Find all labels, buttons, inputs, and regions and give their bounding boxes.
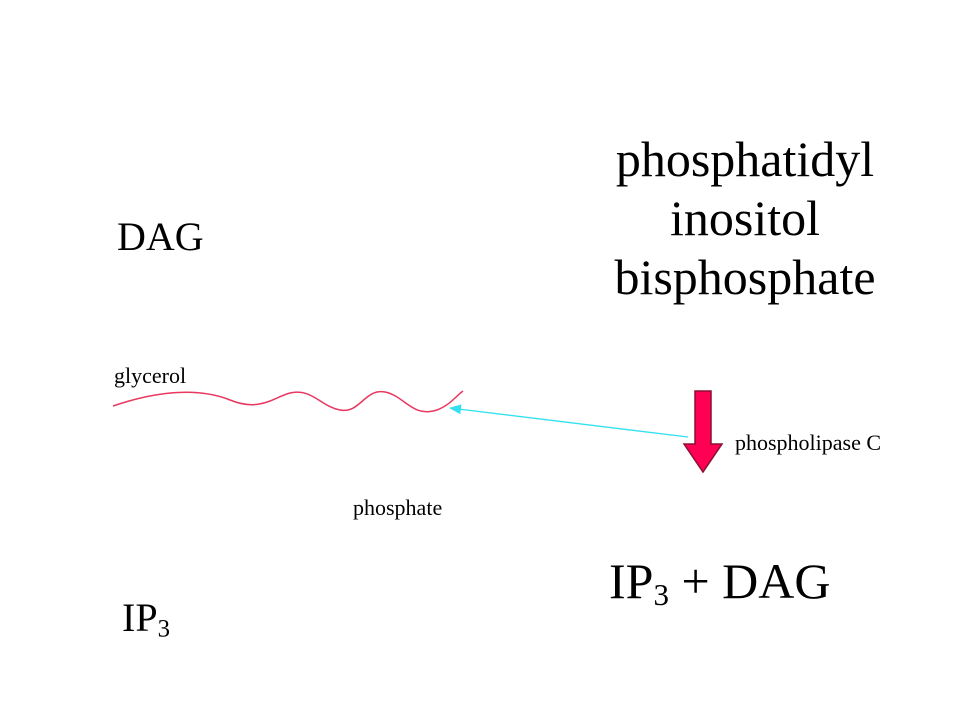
pointer-arrow xyxy=(449,404,689,438)
product-ip3-base: IP xyxy=(609,553,654,609)
ip3-label: IP3 xyxy=(122,595,170,642)
product-dag-text: + DAG xyxy=(668,553,831,609)
phospholipase-c-label: phospholipase C xyxy=(735,430,882,455)
title-molecule-name: phosphatidyl inositol bisphosphate xyxy=(560,130,930,307)
title-line-1: phosphatidyl xyxy=(615,131,875,187)
ip3-label-subscript: 3 xyxy=(157,615,170,643)
glycerol-label: glycerol xyxy=(114,363,187,388)
phosphate-label: phosphate xyxy=(353,495,443,520)
glycerol-chain-wave xyxy=(112,390,464,413)
product-ip3-subscript: 3 xyxy=(653,576,669,612)
ip3-label-base: IP xyxy=(122,595,158,640)
reaction-products: IP3 + DAG xyxy=(609,553,831,610)
title-line-2: inositol xyxy=(669,190,821,246)
dag-label: DAG xyxy=(117,214,204,259)
reaction-arrow-down xyxy=(682,390,724,474)
title-line-3: bisphosphate xyxy=(614,249,876,305)
